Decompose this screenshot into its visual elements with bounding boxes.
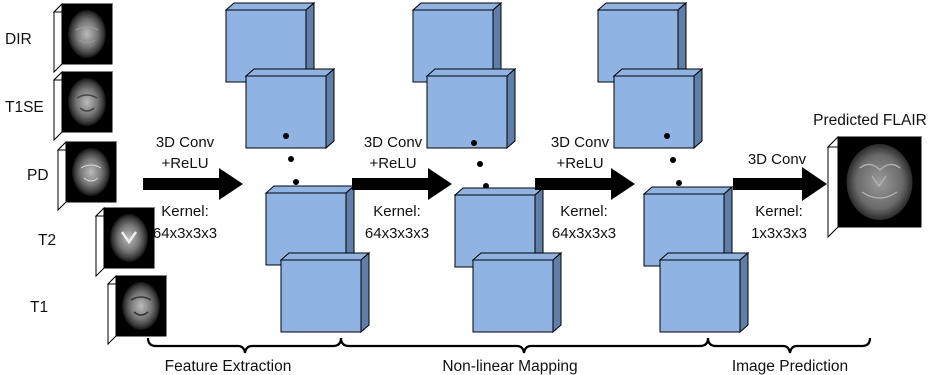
stage-kernel-size: 64x3x3x3 xyxy=(552,225,616,242)
stage-kernel-size: 64x3x3x3 xyxy=(153,225,217,242)
input-image-t2 xyxy=(94,206,156,278)
feature-map xyxy=(279,251,371,334)
input-label-t2: T2 xyxy=(38,232,56,249)
stage-kernel-size: 1x3x3x3 xyxy=(751,225,807,242)
feature-map xyxy=(658,251,750,334)
feature-map xyxy=(244,67,336,150)
ellipsis-dot xyxy=(288,156,294,162)
arrow-right-icon xyxy=(352,168,452,200)
stage-op-line2: +ReLU xyxy=(556,155,603,172)
ellipsis-dot xyxy=(471,140,477,146)
feature-map-stack-1 xyxy=(224,1,371,334)
stage-op-line1: 3D Conv xyxy=(364,134,423,151)
ellipsis-dot xyxy=(670,157,676,163)
feature-map-stack-2 xyxy=(411,1,563,334)
stage-kernel-label: Kernel: xyxy=(373,203,421,220)
arrow-right-icon xyxy=(143,168,243,200)
ellipsis-dot xyxy=(293,179,299,185)
stage-1-labels: 3D Conv +ReLU Kernel: 64x3x3x3 xyxy=(153,134,217,242)
ellipsis-dot xyxy=(664,133,670,139)
brace-non-linear-mapping xyxy=(339,337,710,354)
stage-4-labels: 3D Conv Kernel: 1x3x3x3 xyxy=(748,151,807,242)
stage-op-line1: 3D Conv xyxy=(551,134,610,151)
phase-label-non-linear-mapping: Non-linear Mapping xyxy=(442,358,577,375)
input-image-dir xyxy=(52,2,114,74)
ellipsis-dot xyxy=(477,161,483,167)
stage-kernel-label: Kernel: xyxy=(560,203,608,220)
feature-map-stack-3 xyxy=(596,1,750,334)
stage-op-line2: +ReLU xyxy=(161,155,208,172)
feature-map xyxy=(471,251,563,334)
arrow-right-icon xyxy=(535,168,635,200)
phase-label-feature-extraction: Feature Extraction xyxy=(165,358,292,375)
feature-map xyxy=(612,67,704,150)
input-image-t1se xyxy=(52,70,114,142)
stage-op-line1: 3D Conv xyxy=(156,134,215,151)
input-modalities: DIR T1SE PD T2 xyxy=(5,2,168,346)
stage-2-labels: 3D Conv +ReLU Kernel: 64x3x3x3 xyxy=(364,134,429,242)
stage-op-line2: +ReLU xyxy=(369,155,416,172)
ellipsis-dot xyxy=(676,180,682,186)
ellipsis-dot xyxy=(283,133,289,139)
brace-image-prediction xyxy=(706,337,872,354)
output-label: Predicted FLAIR xyxy=(813,112,927,129)
input-label-t1: T1 xyxy=(30,299,48,316)
input-label-pd: PD xyxy=(27,167,49,184)
input-label-t1se: T1SE xyxy=(5,99,44,116)
input-image-pd xyxy=(56,140,118,212)
feature-map xyxy=(425,67,517,150)
input-label-dir: DIR xyxy=(5,31,32,48)
phase-label-image-prediction: Image Prediction xyxy=(732,358,848,375)
output-image-flair xyxy=(826,135,923,239)
stage-op-line1: 3D Conv xyxy=(748,151,807,168)
stage-kernel-label: Kernel: xyxy=(161,203,209,220)
stage-kernel-size: 64x3x3x3 xyxy=(365,225,429,242)
input-image-t1 xyxy=(106,274,168,346)
arrow-right-icon xyxy=(733,167,827,201)
stage-3-labels: 3D Conv +ReLU Kernel: 64x3x3x3 xyxy=(551,134,616,242)
brace-feature-extraction xyxy=(146,337,343,354)
stage-kernel-label: Kernel: xyxy=(755,203,803,220)
